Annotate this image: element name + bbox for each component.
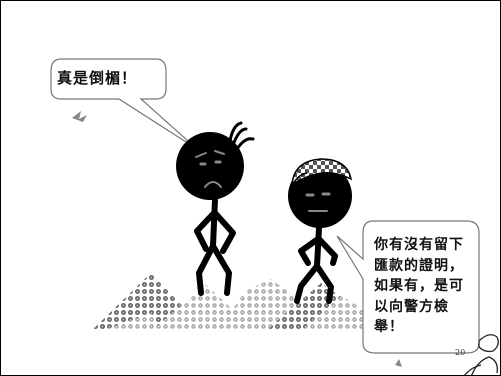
speech-line: 以向警方檢 xyxy=(374,298,449,315)
cap xyxy=(291,158,353,188)
speech-bubble-right xyxy=(336,220,480,354)
sad-face xyxy=(195,150,225,188)
speech-line: 舉！ xyxy=(374,319,404,335)
flower-decoration-icon xyxy=(463,334,499,375)
speech-bubble-left xyxy=(50,58,198,150)
stick-figure-right xyxy=(288,164,352,304)
small-bird-icon xyxy=(72,111,87,122)
page-number: 20 xyxy=(455,348,466,357)
neutral-face xyxy=(305,192,331,212)
speech-line: 你有沒有留下 xyxy=(374,237,464,253)
stick-figure-left xyxy=(176,121,255,296)
speech-text-right: 你有沒有留下 匯款的證明， 如果有，是可 以向警方檢 舉！ xyxy=(374,235,464,338)
speech-line: 匯款的證明， xyxy=(374,257,464,274)
speech-line: 如果有，是可 xyxy=(374,278,464,294)
small-mark-icon xyxy=(395,359,402,367)
speech-text-left: 真是倒楣！ xyxy=(57,69,138,87)
